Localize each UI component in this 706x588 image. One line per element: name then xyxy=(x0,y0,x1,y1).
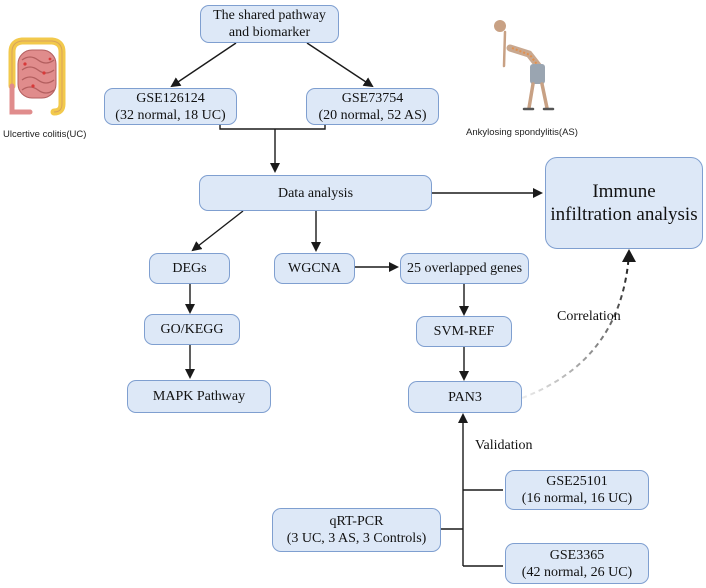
node-gse3365[interactable]: GSE3365 (42 normal, 26 UC) xyxy=(505,543,649,584)
node-overlapped-genes-text: 25 overlapped genes xyxy=(406,261,523,276)
arrow-shared-to-gse73754 xyxy=(306,42,374,88)
bent-person-icon xyxy=(494,20,555,111)
node-go-kegg-text: GO/KEGG xyxy=(160,322,224,337)
node-data-analysis[interactable]: Data analysis xyxy=(199,175,432,211)
node-gse25101[interactable]: GSE25101 (16 normal, 16 UC) xyxy=(505,470,649,510)
node-immune-infiltration-text: Immune infiltration analysis xyxy=(550,181,698,225)
correlation-arrowhead xyxy=(622,249,636,262)
as-caption: Ankylosing spondylitis(AS) xyxy=(466,127,578,138)
node-svm-ref-text: SVM-REF xyxy=(433,324,495,339)
node-degs[interactable]: DEGs xyxy=(149,253,230,284)
intestine-icon xyxy=(8,37,66,116)
node-gse3365-text: GSE3365 (42 normal, 26 UC) xyxy=(521,547,633,580)
node-overlapped-genes[interactable]: 25 overlapped genes xyxy=(400,253,529,284)
validation-label: Validation xyxy=(475,438,533,453)
uc-caption: Ulcertive colitis(UC) xyxy=(3,129,87,140)
node-mapk-pathway[interactable]: MAPK Pathway xyxy=(127,380,271,413)
node-data-analysis-text: Data analysis xyxy=(277,185,354,201)
node-qrt-pcr-text: qRT-PCR (3 UC, 3 AS, 3 Controls) xyxy=(286,514,427,546)
node-gse25101-text: GSE25101 (16 normal, 16 UC) xyxy=(521,474,633,506)
correlation-label: Correlation xyxy=(557,309,621,324)
node-gse73754-text: GSE73754 (20 normal, 52 AS) xyxy=(318,90,427,123)
arrow-shared-to-gse126124 xyxy=(170,42,237,88)
arrow-data-analysis-to-degs xyxy=(191,210,244,252)
node-degs-text: DEGs xyxy=(172,261,207,276)
node-qrt-pcr[interactable]: qRT-PCR (3 UC, 3 AS, 3 Controls) xyxy=(272,508,441,552)
node-gse126124-text: GSE126124 (32 normal, 18 UC) xyxy=(115,90,226,123)
correlation-arrow xyxy=(521,252,630,399)
node-shared-pathway[interactable]: The shared pathway and biomarker xyxy=(200,5,339,43)
node-wgcna-text: WGCNA xyxy=(288,261,341,276)
node-gse73754[interactable]: GSE73754 (20 normal, 52 AS) xyxy=(306,88,439,125)
node-shared-pathway-text: The shared pathway and biomarker xyxy=(213,8,326,40)
node-wgcna[interactable]: WGCNA xyxy=(274,253,355,284)
node-pan3-text: PAN3 xyxy=(448,389,482,405)
node-svm-ref[interactable]: SVM-REF xyxy=(416,316,512,347)
node-mapk-pathway-text: MAPK Pathway xyxy=(152,389,246,404)
node-gse126124[interactable]: GSE126124 (32 normal, 18 UC) xyxy=(104,88,237,125)
node-immune-infiltration[interactable]: Immune infiltration analysis xyxy=(545,157,703,249)
node-pan3[interactable]: PAN3 xyxy=(408,381,522,413)
node-go-kegg[interactable]: GO/KEGG xyxy=(144,314,240,345)
